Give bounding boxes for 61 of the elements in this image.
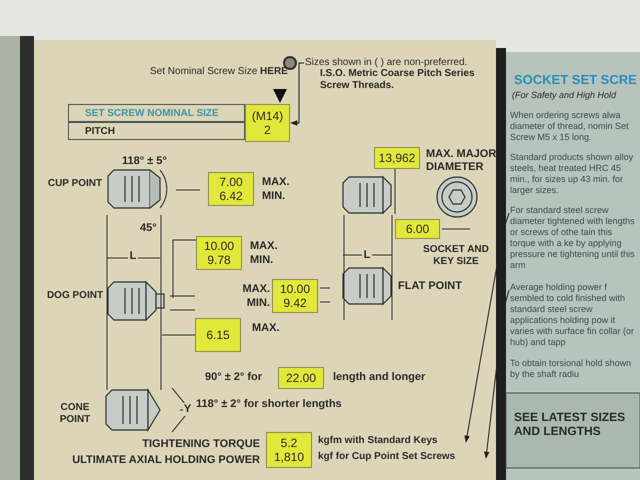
info-paragraph: Standard products shown alloy steels, heat treated HRC 45 min., for sizes up 43 min. for larger sizes. (510, 152, 634, 196)
panel-subheading: (For Safety and High Hold (512, 90, 618, 101)
angle-label: 45° (140, 222, 158, 235)
angle-symbol: Y (183, 403, 192, 416)
value-text: 5.2 (280, 436, 298, 450)
value-text: 10.00 (280, 282, 310, 296)
dimension-caption: SOCKET AND KEY SIZE (422, 244, 490, 268)
value-window (245, 104, 290, 142)
value-text: (M14) (252, 109, 284, 123)
note-text: kgf for Cup Point Set Screws (318, 451, 478, 465)
length-note: length and longer (333, 371, 426, 384)
info-paragraph: To obtain torsional hold shown by the shaft radiu (510, 358, 632, 380)
quantity-label: ULTIMATE AXIAL HOLDING POWER (71, 454, 260, 467)
value-text: 6.15 (206, 328, 230, 342)
limit-label: MAX. MAJOR DIAMETER (426, 148, 498, 174)
limit-label: MAX. (262, 176, 290, 189)
info-paragraph: When ordering screws alwa diameter of thread, nomin Set Screw M5 x 15 long. (510, 110, 630, 143)
limit-label: MIN. (246, 297, 270, 310)
info-paragraph: Average holding power f sembled to cold finished with standard steel screw applications holding pow it varies with surface fin collar (or hub) and tapp (510, 282, 638, 352)
angle-label: 118° ± 5° (122, 155, 168, 168)
value-text: 10.00 (204, 239, 234, 253)
value-text: 9.42 (283, 296, 307, 310)
limit-label: MAX. (242, 283, 270, 296)
value-text: 2 (264, 123, 271, 137)
value-window (196, 236, 242, 270)
leader-line (464, 212, 510, 443)
value-text: 6.00 (406, 222, 430, 236)
notice-text: SEE LATEST SIZES AND LENGTHS (514, 410, 626, 438)
value-text: 13,962 (378, 151, 416, 165)
value-window (208, 172, 254, 206)
value-window (266, 432, 312, 468)
leader-line (484, 290, 510, 459)
value-window (395, 219, 440, 239)
value-window (374, 147, 420, 169)
series-note: I.S.O. Metric Coarse Pitch Series Screw Threads. (320, 68, 476, 92)
note-text: Set Nominal Screw Size HERE (150, 66, 295, 80)
note-text: Sizes shown in ( ) are non-preferred. (305, 57, 495, 69)
value-text: 7.00 (219, 175, 243, 189)
note-text: kgfm with Standard Keys (318, 435, 458, 449)
point-type-label: DOG POINT (46, 290, 104, 302)
scale-row: SET SCREW NOMINAL SIZE (68, 104, 245, 122)
value-text: 1,810 (274, 450, 304, 464)
limit-label: MIN. (262, 190, 286, 203)
quantity-label: TIGHTENING TORQUE (141, 438, 260, 451)
value-text: 6.42 (219, 189, 243, 203)
limit-label: MAX. (250, 240, 278, 253)
value-text: 9.78 (207, 253, 231, 267)
point-type-label: CONE POINT (58, 402, 92, 426)
point-type-label: CUP POINT (46, 178, 104, 190)
limit-label: MIN. (250, 254, 274, 267)
angle-note: 118° ± 2° for shorter lengths (196, 398, 343, 411)
value-window (272, 279, 318, 313)
value-window (278, 367, 324, 389)
scale-row: PITCH (68, 122, 245, 140)
bracket-arrow (290, 62, 304, 126)
value-text: 22.00 (286, 371, 316, 385)
angle-note: 90° ± 2° for (205, 371, 264, 384)
panel-heading: SOCKET SET SCRE (514, 72, 638, 87)
limit-label: MAX. (252, 322, 280, 335)
info-paragraph: For standard steel screw diameter tightened with lengths or screws of othe tain this torque with a ke by applying pressure ne tightening until this arm (510, 205, 638, 275)
value-window (195, 318, 241, 352)
